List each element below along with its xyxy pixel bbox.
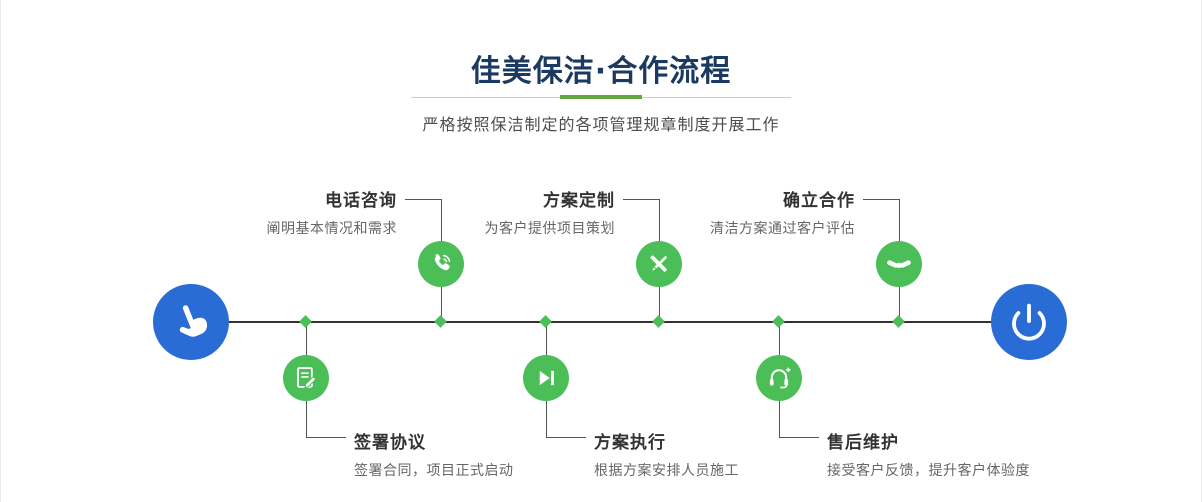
connector-line xyxy=(306,322,307,356)
connector-line xyxy=(546,400,547,438)
step-node-sign-agreement xyxy=(283,355,329,401)
connector-line xyxy=(306,437,346,438)
step-label-plan-custom: 方案定制 为客户提供项目策划 xyxy=(485,186,616,238)
step-title: 售后维护 xyxy=(827,433,899,453)
timeline-joint xyxy=(539,315,552,328)
timeline-axis xyxy=(191,321,1029,323)
contract-icon xyxy=(297,367,317,389)
step-label-sign-agreement: 签署协议 签署合同，项目正式启动 xyxy=(354,428,514,480)
timeline-joint xyxy=(299,315,312,328)
step-desc: 签署合同，项目正式启动 xyxy=(354,463,514,479)
pointing-hand-icon xyxy=(179,305,208,337)
connector-line xyxy=(863,199,899,200)
step-node-establish-coop xyxy=(876,241,922,287)
connector-line xyxy=(623,199,659,200)
step-node-aftersales xyxy=(756,355,802,401)
connector-line xyxy=(659,199,660,242)
connector-line xyxy=(306,400,307,438)
execute-icon xyxy=(539,370,554,386)
step-title: 签署协议 xyxy=(354,433,426,453)
timeline-start-node xyxy=(153,284,229,360)
section-subtitle: 严格按照保洁制定的各项管理规章制度开展工作 xyxy=(422,115,780,134)
step-desc: 接受客户反馈，提升客户体验度 xyxy=(827,463,1030,479)
connector-line xyxy=(779,400,780,438)
connector-line xyxy=(659,286,660,322)
connector-line xyxy=(546,437,586,438)
step-desc: 清洁方案通过客户评估 xyxy=(710,221,855,237)
step-node-phone-consult xyxy=(418,241,464,287)
step-node-plan-execute xyxy=(523,355,569,401)
connector-line xyxy=(441,286,442,322)
step-label-establish-coop: 确立合作 清洁方案通过客户评估 xyxy=(710,186,855,238)
connector-line xyxy=(899,286,900,322)
timeline-joint xyxy=(652,315,665,328)
step-title: 电话咨询 xyxy=(325,191,397,211)
connector-line xyxy=(546,322,547,356)
step-title: 确立合作 xyxy=(783,191,855,211)
step-title: 方案执行 xyxy=(594,433,666,453)
timeline-end-node xyxy=(991,284,1067,360)
connector-line xyxy=(899,199,900,242)
step-label-phone-consult: 电话咨询 阐明基本情况和需求 xyxy=(267,186,398,238)
design-tools-icon xyxy=(650,255,668,272)
title-divider xyxy=(411,95,791,99)
step-desc: 根据方案安排人员施工 xyxy=(594,463,739,479)
connector-line xyxy=(779,437,819,438)
step-label-aftersales: 售后维护 接受客户反馈，提升客户体验度 xyxy=(827,428,1030,480)
step-title: 方案定制 xyxy=(543,191,615,211)
phone-icon xyxy=(434,254,451,271)
step-node-plan-custom xyxy=(636,241,682,287)
step-desc: 阐明基本情况和需求 xyxy=(266,221,397,237)
timeline-joint xyxy=(772,315,785,328)
handshake-icon xyxy=(887,260,911,269)
timeline-joint xyxy=(434,315,447,328)
step-label-plan-execute: 方案执行 根据方案安排人员施工 xyxy=(594,428,739,480)
divider-accent xyxy=(560,95,642,99)
power-icon xyxy=(1012,303,1046,341)
connector-line xyxy=(779,322,780,356)
section-title: 佳美保洁·合作流程 xyxy=(470,54,732,89)
connector-line xyxy=(441,199,442,242)
timeline-joint xyxy=(892,315,905,328)
step-desc: 为客户提供项目策划 xyxy=(484,221,615,237)
connector-line xyxy=(405,199,441,200)
headset-icon xyxy=(769,367,791,389)
